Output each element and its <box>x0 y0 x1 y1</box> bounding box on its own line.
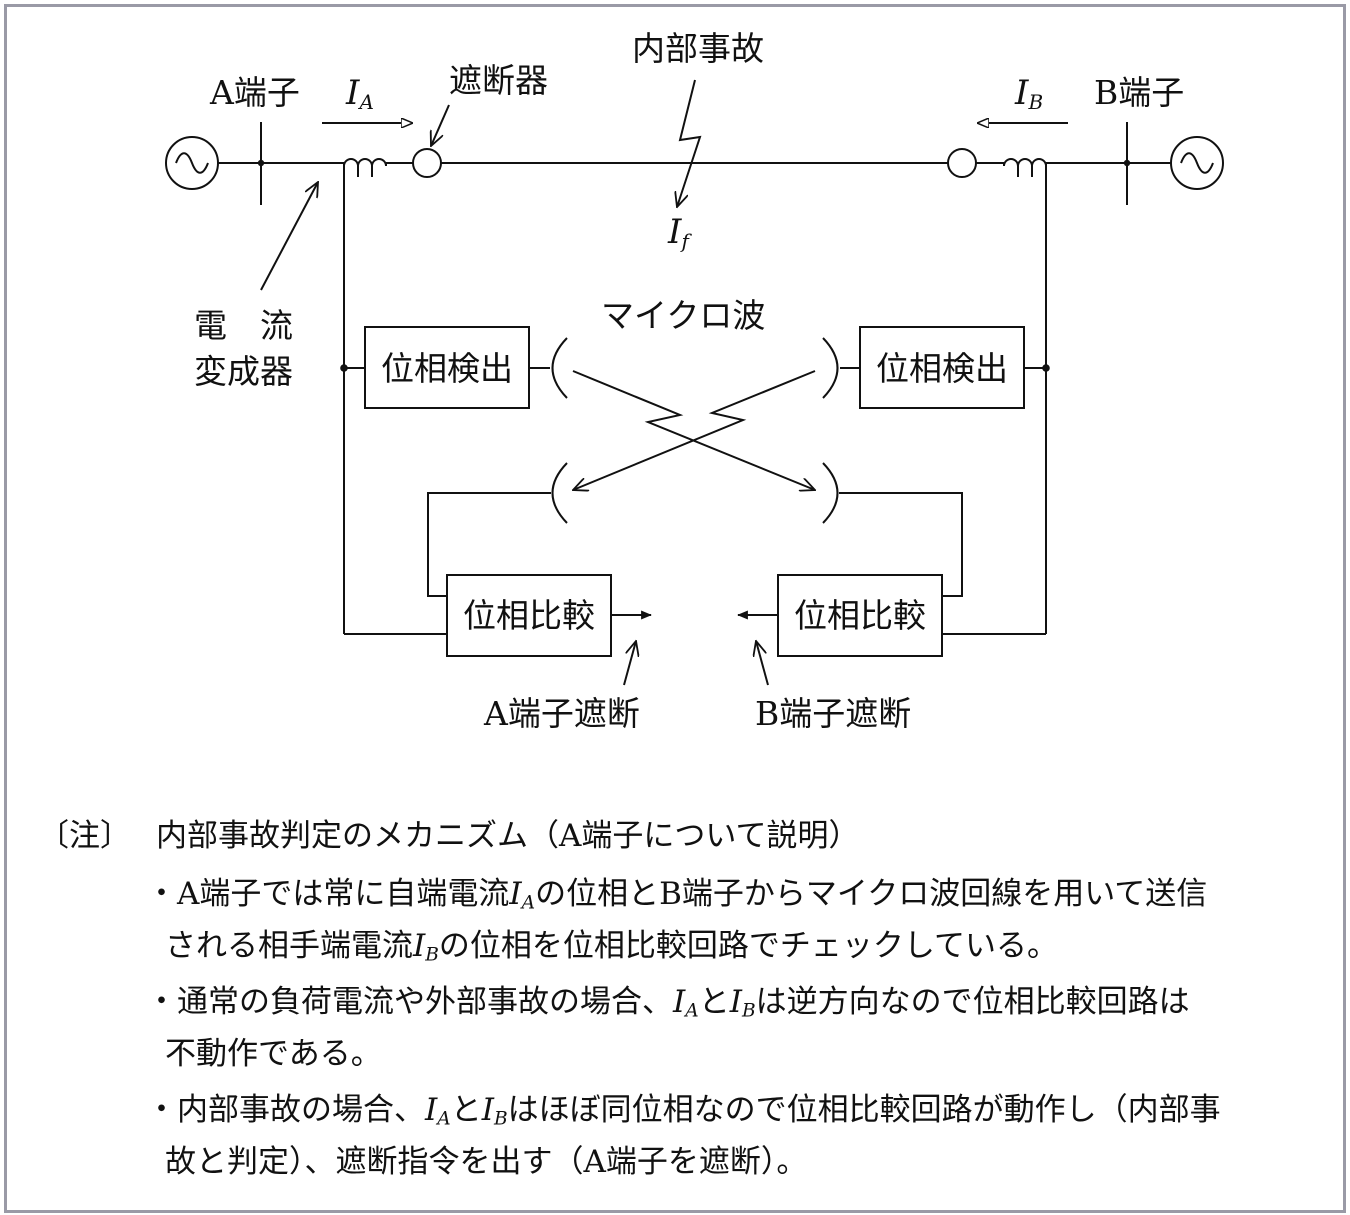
notes-title: 内部事故判定のメカニズム（A端子について説明） <box>156 818 860 854</box>
microwave-link-a-to-b <box>572 370 815 490</box>
current-b-symbol: IB <box>1014 73 1043 114</box>
current-transformer-a-icon <box>343 158 387 177</box>
note-bullet-2-line-2: 不動作である。 <box>165 1036 382 1072</box>
phase-detect-b-label: 位相検出 <box>876 349 1008 388</box>
note-bullet-2-line-1: ・通常の負荷電流や外部事故の場合、IAとIBは逆方向なので位相比較回路は <box>146 984 1190 1022</box>
breaker-a-icon <box>412 148 442 178</box>
breaker-b-icon <box>947 148 977 178</box>
generator-a-icon <box>165 136 219 190</box>
rx-a-wiring <box>427 492 551 597</box>
breaker-label: 遮断器 <box>449 61 548 100</box>
breaker-pointer-arrow-icon <box>431 104 450 146</box>
current-a-symbol: IA <box>345 73 374 114</box>
note-bullet-3-line-1: ・内部事故の場合、IAとIBはほぼ同位相なので位相比較回路が動作し（内部事 <box>146 1092 1221 1130</box>
trip-b-pointer-arrow-icon <box>756 641 769 686</box>
notes-heading: 〔注〕内部事故判定のメカニズム（A端子について説明） <box>38 810 859 855</box>
trip-b-label: B端子遮断 <box>755 694 911 733</box>
ct-label-line2: 変成器 <box>194 352 293 391</box>
current-transformer-b-icon <box>1003 158 1047 177</box>
trip-a-label: A端子遮断 <box>483 694 640 733</box>
notes-mark: 〔注〕 <box>38 818 131 854</box>
trip-a-pointer-arrow-icon <box>623 641 636 686</box>
ct-secondary-wiring <box>343 166 1047 635</box>
antenna-tx-b-icon <box>822 337 860 399</box>
note-bullet-1-line-2: される相手端電流IBの位相を位相比較回路でチェックしている。 <box>165 928 1058 966</box>
terminal-b-label: B端子 <box>1094 73 1184 112</box>
microwave-link-b-to-a <box>573 370 816 490</box>
relay-diagram: A端子 B端子 遮断器 内部事故 電 流 変成器 マイクロ波 位相検出 位相検出… <box>165 29 1224 733</box>
terminal-a-label: A端子 <box>209 73 300 112</box>
generator-b-icon <box>1170 136 1224 190</box>
phase-compare-a-label: 位相比較 <box>463 596 595 635</box>
note-bullet-1-line-1: ・A端子では常に自端電流IAの位相とB端子からマイクロ波回線を用いて送信 <box>146 876 1208 914</box>
ct-label-line1: 電 流 <box>194 306 293 345</box>
internal-fault-arrow-icon <box>677 79 702 207</box>
junction-dots <box>257 159 1131 372</box>
fault-current-symbol: If <box>667 212 692 253</box>
microwave-label: マイクロ波 <box>601 296 765 335</box>
antenna-tx-a-icon <box>529 337 568 399</box>
note-bullet-3-line-2: 故と判定）、遮断指令を出す（A端子を遮断）。 <box>165 1144 808 1180</box>
rx-b-wiring <box>839 492 963 597</box>
phase-detect-a-label: 位相検出 <box>381 349 513 388</box>
internal-fault-label: 内部事故 <box>632 29 764 68</box>
figure-frame <box>4 4 1346 1213</box>
antenna-rx-a-icon <box>551 462 568 524</box>
antenna-rx-b-icon <box>822 462 839 524</box>
ct-pointer-arrow-icon <box>260 182 318 291</box>
phase-compare-b-label: 位相比較 <box>794 596 926 635</box>
